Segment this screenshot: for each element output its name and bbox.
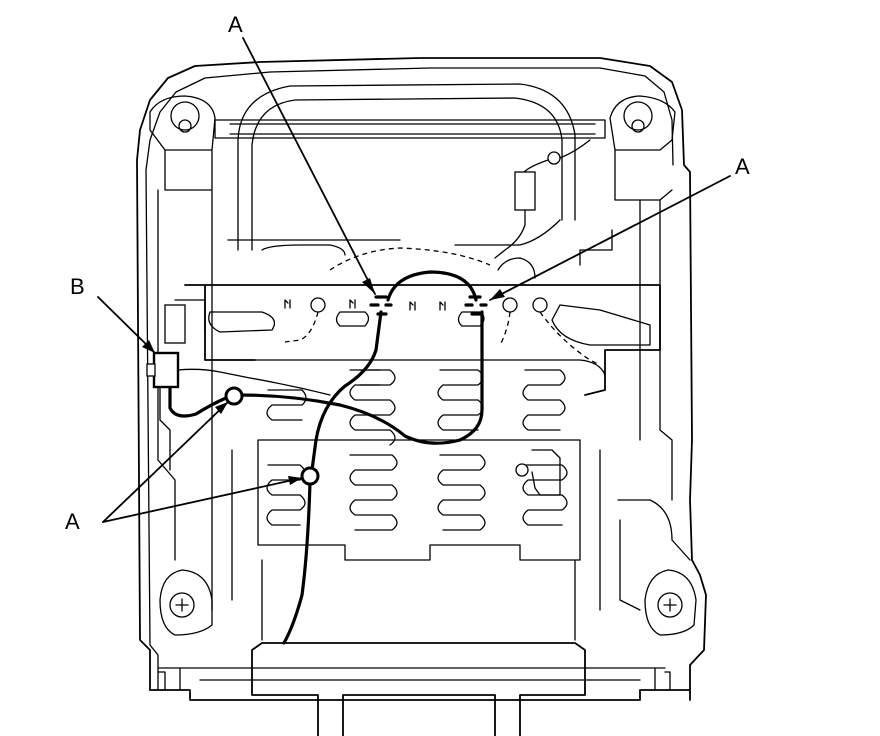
seat-springs-outer-left bbox=[266, 389, 307, 526]
top-right-corner-boss bbox=[609, 95, 676, 151]
seat-springs-left bbox=[349, 369, 398, 531]
panel-arrow-ticks bbox=[284, 299, 446, 311]
panel-slot-center-left bbox=[335, 311, 370, 327]
clip-ring-left bbox=[224, 386, 244, 406]
leader-bottom-1 bbox=[102, 401, 229, 523]
bottom-notches bbox=[157, 667, 671, 691]
callout-a-bottom-left: A bbox=[65, 509, 80, 534]
cross-panel-lower-edge bbox=[254, 359, 606, 376]
leader-bottom-2 bbox=[102, 477, 303, 523]
leader-top-center bbox=[242, 37, 376, 295]
right-lower-edge bbox=[617, 499, 691, 561]
clip-center-left bbox=[369, 295, 393, 316]
right-side-rail bbox=[579, 149, 673, 501]
bottom-rail bbox=[149, 689, 691, 701]
callout-a-top-center: A bbox=[228, 12, 243, 37]
connector-b bbox=[146, 304, 331, 396]
bottom-bracket bbox=[251, 642, 586, 736]
seat-inner-outline bbox=[145, 67, 674, 691]
upper-right-wiring bbox=[494, 139, 591, 259]
leader-lines bbox=[97, 37, 731, 523]
bottom-right-corner-boss bbox=[644, 569, 697, 636]
clip-ring-lower bbox=[300, 466, 320, 486]
panel-dashed-routes bbox=[284, 247, 601, 366]
wire-harness bbox=[168, 270, 484, 645]
center-channel-left bbox=[227, 239, 401, 256]
callout-b: B bbox=[70, 274, 85, 299]
lower-vertical-rails bbox=[231, 449, 601, 641]
lower-subframe bbox=[257, 439, 581, 561]
bottom-rail-inner bbox=[157, 667, 666, 681]
left-side-rail bbox=[157, 149, 213, 611]
top-cross-bar bbox=[214, 119, 606, 139]
top-left-corner-boss bbox=[149, 95, 216, 151]
bottom-left-corner-boss bbox=[159, 569, 213, 636]
lower-subframe-right-tab bbox=[531, 449, 561, 496]
panel-slot-right bbox=[551, 304, 651, 346]
seat-outer-outline bbox=[136, 57, 707, 701]
panel-slot-left bbox=[208, 311, 276, 333]
cross-panel bbox=[184, 284, 661, 396]
callout-a-top-right: A bbox=[735, 154, 750, 179]
leader-top-right bbox=[489, 175, 731, 301]
seat-springs-right bbox=[437, 369, 486, 531]
clip-center-right bbox=[464, 295, 488, 316]
right-hook bbox=[497, 257, 536, 279]
right-clip-ring bbox=[515, 463, 529, 477]
center-channel-right bbox=[454, 219, 561, 246]
seat-springs-outer-right bbox=[522, 369, 568, 526]
